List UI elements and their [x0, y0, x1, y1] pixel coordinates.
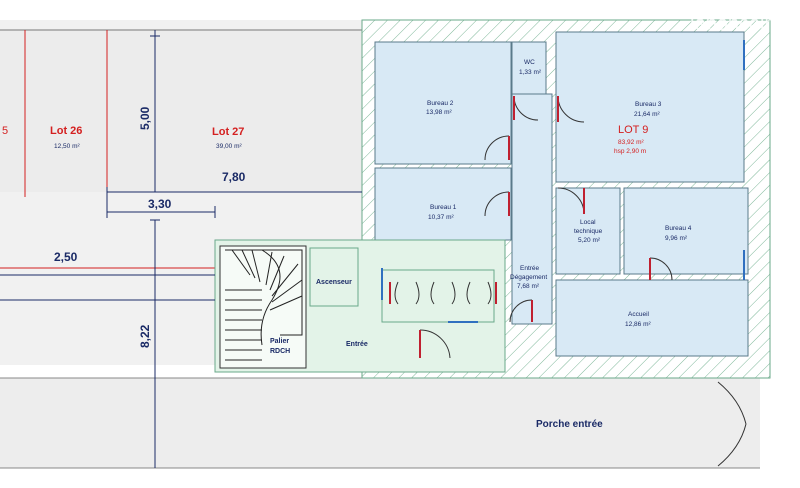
- room-label: Entrée: [520, 265, 540, 272]
- watermark-text: leboncoin: [690, 13, 776, 35]
- dimension-label: 8,22: [138, 324, 152, 348]
- lots-upper: [0, 30, 362, 192]
- room-area: 5,20 m²: [578, 237, 601, 244]
- lot-26-area: 12,50 m²: [54, 143, 80, 150]
- room-label: Bureau 2: [427, 100, 454, 107]
- room-label: Bureau 4: [665, 225, 692, 232]
- staircase-icon: [225, 249, 303, 361]
- room-area: 10,37 m²: [428, 214, 454, 221]
- lot-25-label: 5: [2, 125, 8, 137]
- room-accueil: [555, 279, 749, 357]
- dimension-label: 5,00: [138, 106, 152, 130]
- room-label: Local: [580, 219, 596, 226]
- lot-9-label: LOT 9: [618, 124, 648, 136]
- lot-27-area: 39,00 m²: [216, 143, 242, 150]
- elevator-shaft: [309, 247, 359, 307]
- lot-9-hsp: hsp 2,90 m: [614, 148, 646, 155]
- dimension-label: 7,80: [222, 170, 246, 184]
- room-label: Palier: [270, 338, 289, 345]
- dimension-label: 2,50: [54, 250, 78, 264]
- room-area: 7,68 m²: [517, 283, 540, 290]
- window-marks: [381, 40, 745, 323]
- dimension-lines: [0, 30, 362, 468]
- room-degagement: [511, 93, 553, 325]
- cloak-bay: [381, 269, 495, 323]
- stairwell: [219, 245, 307, 369]
- room-label: Bureau 3: [635, 101, 662, 108]
- room-label: Bureau 1: [430, 204, 457, 211]
- room-label: Porche entrée: [536, 419, 603, 430]
- room-label: Dégagement: [510, 274, 547, 281]
- room-area: 21,64 m²: [634, 111, 660, 118]
- room-label: Accueil: [628, 311, 650, 318]
- room-label: technique: [574, 228, 603, 235]
- room-wc: [511, 41, 547, 95]
- lot-26-label: Lot 26: [50, 125, 82, 137]
- room-area: 12,86 m²: [625, 321, 651, 328]
- dimension-label: 3,30: [148, 197, 172, 211]
- lot-27-label: Lot 27: [212, 126, 244, 138]
- porch-area: [0, 378, 760, 468]
- room-label: RDCH: [270, 348, 290, 355]
- room-area: 9,96 m²: [665, 235, 688, 242]
- room-label: WC: [524, 59, 535, 66]
- room-bureau-3: [555, 31, 745, 183]
- room-area: 13,98 m²: [426, 109, 452, 116]
- room-label: Entrée: [346, 341, 368, 348]
- room-label: Ascenseur: [316, 279, 352, 286]
- room-local-technique: [555, 187, 621, 275]
- room-area: 1,33 m²: [519, 69, 542, 76]
- room-bureau-2: [374, 41, 512, 165]
- room-bureau-4: [623, 187, 749, 275]
- lot-9-area: 83,92 m²: [618, 139, 644, 146]
- door-leaf: [389, 96, 651, 358]
